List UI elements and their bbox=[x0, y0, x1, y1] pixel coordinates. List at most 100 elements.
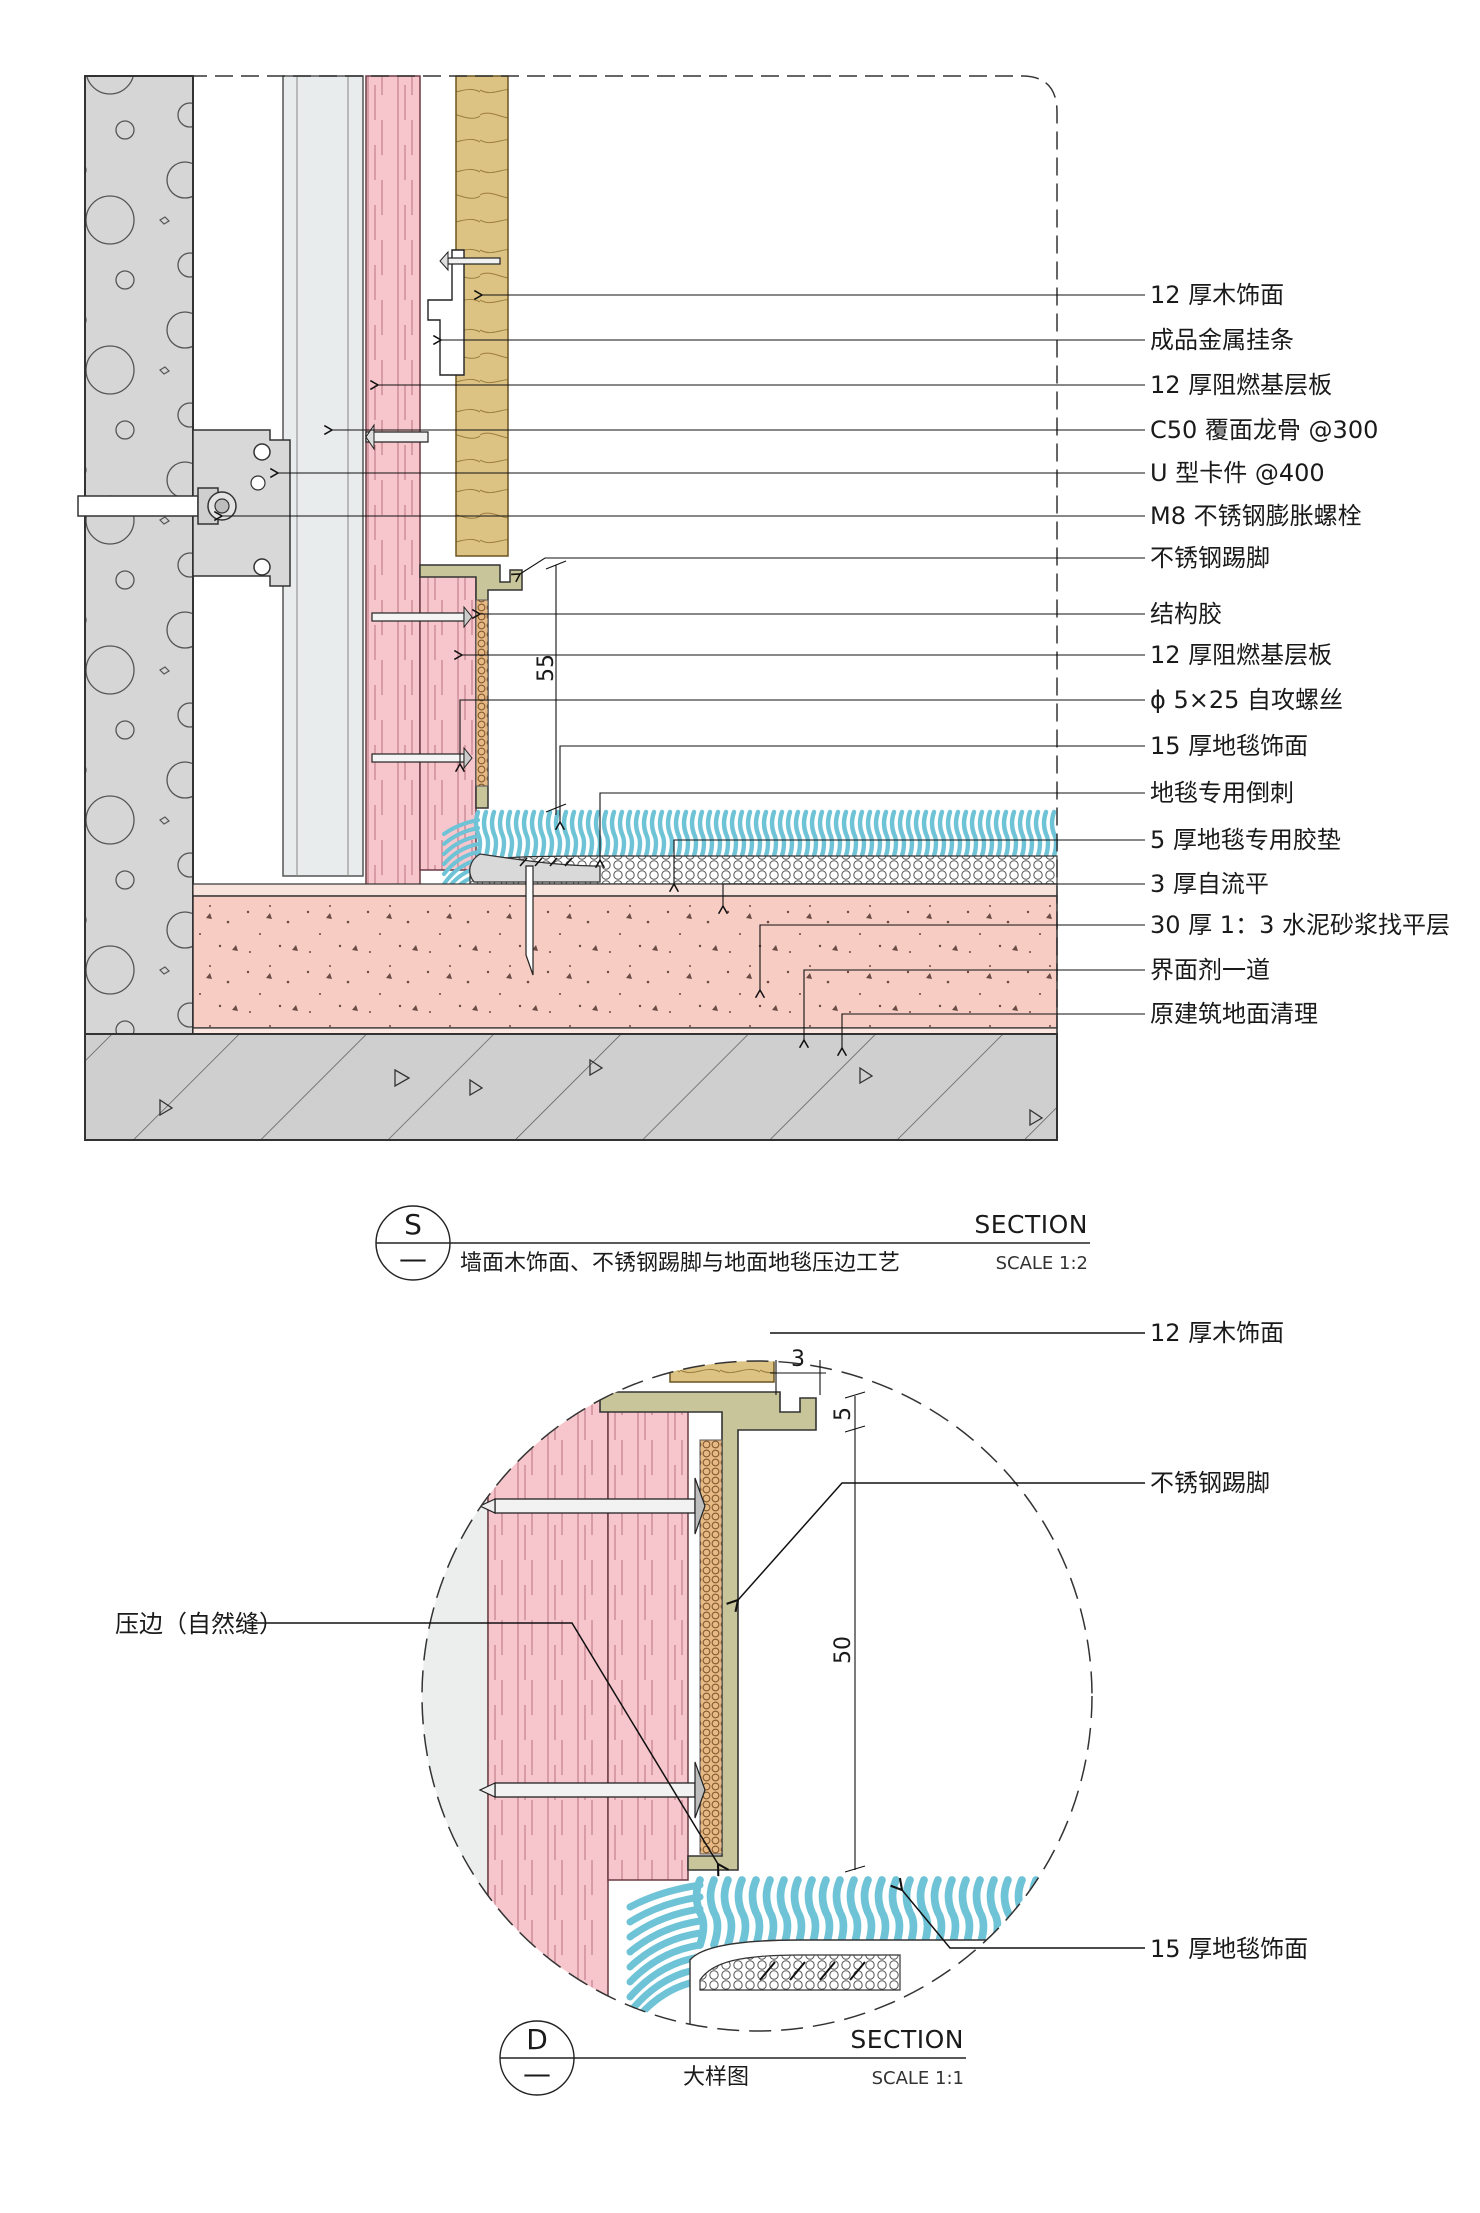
carpet-fiber bbox=[442, 826, 480, 846]
material-label: 地毯专用倒刺 bbox=[1150, 779, 1294, 807]
carpet-fiber bbox=[1017, 809, 1027, 859]
carpet-fiber bbox=[713, 809, 723, 859]
carpet-fiber bbox=[889, 809, 899, 859]
carpet-fiber bbox=[793, 809, 803, 859]
carpet-fiber bbox=[1033, 809, 1043, 859]
carpet-fiber bbox=[1041, 809, 1051, 859]
detail-dimension-5: 5 bbox=[831, 1407, 856, 1421]
material-label: 12 厚阻燃基层板 bbox=[1150, 371, 1332, 399]
material-label: 成品金属挂条 bbox=[1150, 326, 1294, 354]
carpet-fiber bbox=[729, 809, 739, 859]
carpet-fiber bbox=[1001, 809, 1011, 859]
section-s-title-block: S — 墙面木饰面、不锈钢踢脚与地面地毯压边工艺 SECTION SCALE 1… bbox=[375, 1205, 1090, 1281]
carpet-fiber bbox=[961, 809, 971, 859]
carpet-fiber bbox=[569, 809, 579, 859]
carpet-fiber bbox=[846, 1876, 862, 1949]
section-d-leaders bbox=[245, 1332, 1145, 1949]
detail-label-wood-facing: 12 厚木饰面 bbox=[1150, 1319, 1284, 1347]
carpet-fiber bbox=[832, 1876, 848, 1949]
carpet-fiber bbox=[1070, 1876, 1086, 1949]
carpet-fiber bbox=[497, 809, 507, 859]
carpet-fiber bbox=[958, 1876, 974, 1949]
carpet-fiber bbox=[529, 809, 539, 859]
material-label: M8 不锈钢膨胀螺栓 bbox=[1150, 502, 1362, 530]
carpet-fiber bbox=[593, 809, 603, 859]
carpet-fiber bbox=[1049, 809, 1059, 859]
material-label: 12 厚阻燃基层板 bbox=[1150, 641, 1332, 669]
section-d-scale-label: SCALE 1:1 bbox=[872, 2068, 964, 2089]
self-leveling-layer bbox=[192, 883, 1058, 897]
carpet-fiber bbox=[818, 1876, 834, 1949]
carpet-fiber bbox=[809, 809, 819, 859]
material-label: ϕ 5×25 自攻螺丝 bbox=[1150, 686, 1343, 714]
carpet-fiber bbox=[1009, 809, 1019, 859]
carpet-fiber bbox=[442, 842, 480, 866]
section-d-dimensions: 3 5 50 bbox=[770, 1347, 866, 1873]
detail-structural-glue bbox=[699, 1439, 723, 1855]
material-label: 15 厚地毯饰面 bbox=[1150, 732, 1308, 760]
material-label: 30 厚 1：3 水泥砂浆找平层 bbox=[1150, 911, 1450, 939]
carpet-fiber bbox=[657, 809, 667, 859]
carpet-fiber bbox=[633, 809, 643, 859]
carpet-fiber bbox=[1025, 809, 1035, 859]
carpet-fiber bbox=[972, 1876, 988, 1949]
material-label: 界面剂一道 bbox=[1150, 956, 1270, 984]
carpet-fiber bbox=[804, 1876, 820, 1949]
material-label: C50 覆面龙骨 @300 bbox=[1150, 416, 1378, 444]
carpet-fiber bbox=[748, 1876, 764, 1949]
carpet-fiber bbox=[626, 1929, 704, 1971]
material-label: 3 厚自流平 bbox=[1150, 870, 1269, 898]
carpet-fiber bbox=[626, 1881, 704, 1911]
carpet-fiber bbox=[1042, 1876, 1058, 1949]
carpet-fiber bbox=[1056, 1876, 1072, 1949]
carpet-fiber bbox=[874, 1876, 890, 1949]
detail-boundary-circle bbox=[421, 1360, 1093, 2032]
dimension-55: 55 bbox=[534, 560, 567, 815]
carpet-fiber bbox=[513, 809, 523, 859]
carpet-fiber bbox=[977, 809, 987, 859]
detail-label-edge-seam: 压边（自然缝） bbox=[115, 1610, 283, 1638]
carpet-fiber bbox=[753, 809, 763, 859]
section-s-drawing bbox=[77, 75, 1059, 1141]
carpet-fiber bbox=[857, 809, 867, 859]
carpet-fiber bbox=[697, 809, 707, 859]
leader-line bbox=[594, 792, 1145, 869]
structural-glue bbox=[475, 599, 489, 787]
metal-hanging-strip bbox=[427, 249, 465, 376]
carpet-fiber bbox=[873, 809, 883, 859]
leader-line bbox=[454, 699, 1145, 773]
carpet-fiber bbox=[817, 809, 827, 859]
carpet-fiber bbox=[737, 809, 747, 859]
concrete-wall bbox=[84, 75, 194, 1035]
carpet-fiber bbox=[1084, 1876, 1092, 1949]
section-d-title: 大样图 bbox=[683, 2065, 749, 2090]
section-s-leaders bbox=[213, 289, 1145, 1057]
section-s-section-label: SECTION bbox=[974, 1210, 1088, 1239]
carpet-fiber bbox=[705, 809, 715, 859]
carpet-fiber bbox=[641, 809, 651, 859]
carpet-fiber bbox=[505, 809, 515, 859]
leader-line bbox=[798, 969, 1145, 1049]
carpet-fiber bbox=[577, 809, 587, 859]
carpet-fiber bbox=[649, 809, 659, 859]
material-label: U 型卡件 @400 bbox=[1150, 459, 1325, 487]
carpet-fiber bbox=[545, 809, 555, 859]
carpet-fiber bbox=[993, 809, 1003, 859]
leader-line bbox=[511, 557, 1145, 583]
carpet-fiber bbox=[489, 809, 499, 859]
u-clip bbox=[192, 429, 291, 587]
carpet-fiber bbox=[969, 809, 979, 859]
leader-line bbox=[668, 839, 1145, 893]
carpet-fiber bbox=[825, 809, 835, 859]
carpet-fiber bbox=[626, 1917, 704, 1956]
structural-floor bbox=[84, 1033, 1058, 1141]
carpet-fiber bbox=[537, 809, 547, 859]
carpet-fiber bbox=[776, 1876, 792, 1949]
detail-label-skirting: 不锈钢踢脚 bbox=[1150, 1469, 1270, 1497]
carpet-fiber bbox=[625, 809, 635, 859]
carpet-fiber bbox=[626, 1893, 704, 1926]
self-tapping-screws bbox=[371, 605, 473, 770]
carpet-fiber bbox=[617, 809, 627, 859]
